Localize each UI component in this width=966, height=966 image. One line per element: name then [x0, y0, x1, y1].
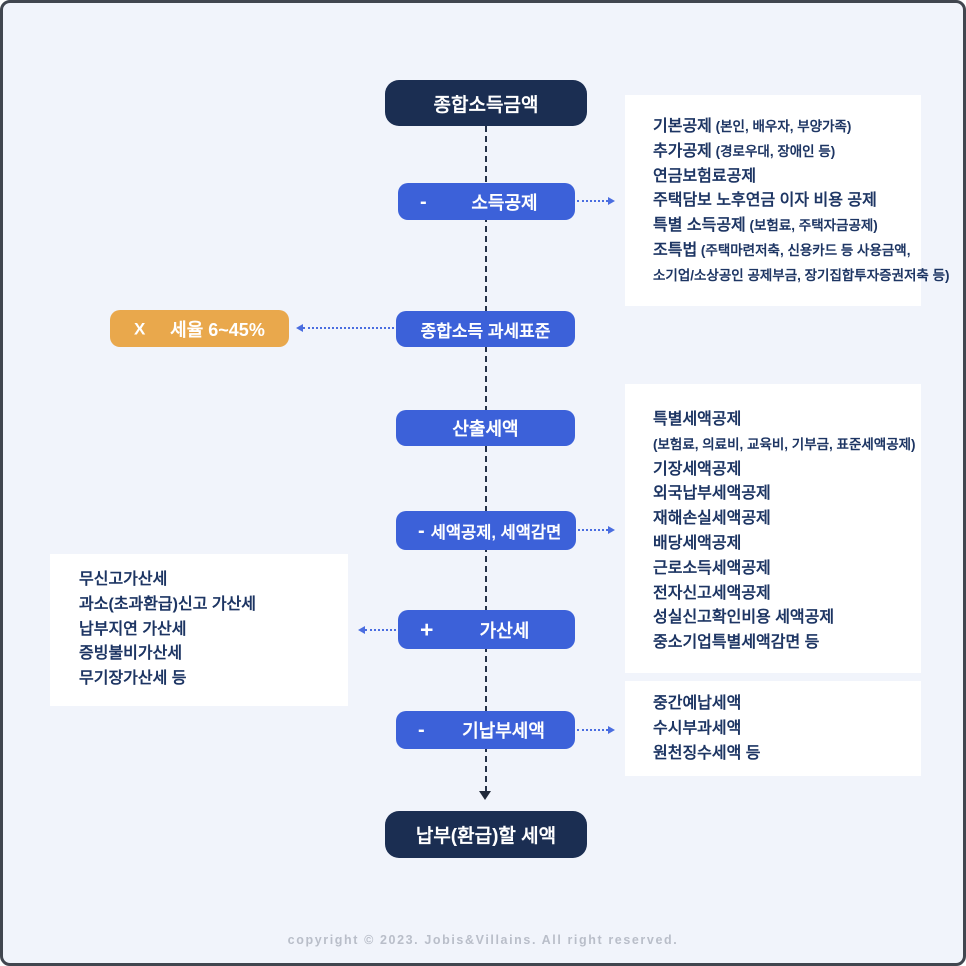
dotted-line — [303, 327, 394, 329]
panel-item: 수시부과세액 — [653, 719, 742, 737]
arrow-right-tax-credit — [578, 525, 615, 535]
node-penalty-tax: + 가산세 — [398, 610, 575, 649]
copyright-text: copyright © 2023. Jobis&Villains. All ri… — [287, 933, 679, 947]
panel-item: 특별 소득공제 (보험료, 주택자금공제) — [653, 217, 878, 235]
node-label: 기납부세액 — [462, 721, 545, 741]
arrow-right-prepaid — [577, 725, 615, 735]
panel-item: 증빙불비가산세 — [79, 645, 183, 663]
panel-item: (보험료, 의료비, 교육비, 기부금, 표준세액공제) — [653, 436, 916, 452]
panel-item: 조특법 (주택마련저축, 신용카드 등 사용금액, — [653, 241, 911, 259]
minus-icon: - — [418, 719, 425, 741]
node-total-income: 종합소득금액 — [385, 80, 587, 126]
node-label: 산출세액 — [452, 419, 519, 439]
node-final-tax: 납부(환급)할 세액 — [385, 811, 587, 858]
panel-item: 소기업/소상공인 공제부금, 장기집합투자증권저축 등) — [653, 267, 950, 283]
multiply-icon: X — [134, 319, 146, 338]
node-tax-credit: - 세액공제, 세액감면 — [396, 511, 576, 550]
panel-item: 주택담보 노후연금 이자 비용 공제 — [653, 192, 877, 210]
panel-item: 중소기업특별세액감면 등 — [653, 634, 820, 652]
panel-item: 원천징수세액 등 — [653, 744, 761, 762]
arrow-left-icon — [358, 626, 365, 634]
arrow-right-icon — [608, 726, 615, 734]
panel-tax-credit-details: 특별세액공제 (보험료, 의료비, 교육비, 기부금, 표준세액공제) 기장세액공제… — [625, 384, 921, 673]
panel-item: 근로소득세액공제 — [653, 559, 771, 577]
panel-income-deduction-details: 기본공제 (본인, 배우자, 부양가족) 추가공제 (경로우대, 장애인 등) 연금… — [625, 95, 950, 306]
panel-item: 전자신고세액공제 — [653, 584, 771, 602]
arrow-left-penalty — [358, 625, 396, 635]
panel-item: 배당세액공제 — [653, 534, 742, 552]
panel-item: 추가공제 (경로우대, 장애인 등) — [653, 142, 836, 160]
panel-item: 과소(초과환급)신고 가산세 — [79, 595, 257, 613]
arrow-right-icon — [608, 197, 615, 205]
panel-item: 무신고가산세 — [79, 571, 168, 588]
node-calculated-tax: 산출세액 — [396, 410, 575, 446]
minus-icon: - — [420, 190, 427, 213]
panel-item: 성실신고확인비용 세액공제 — [653, 609, 835, 627]
panel-item: 특별세액공제 — [653, 411, 742, 428]
node-label: 가산세 — [479, 620, 530, 641]
arrow-right-icon — [608, 526, 615, 534]
minus-icon: - — [418, 519, 425, 542]
panel-item: 무기장가산세 등 — [79, 670, 187, 688]
node-tax-rate: X 세율 6~45% — [110, 310, 289, 347]
panel-item: 기장세액공제 — [653, 460, 742, 478]
node-label: 종합소득금액 — [433, 94, 539, 116]
node-tax-base: 종합소득 과세표준 — [396, 311, 575, 347]
arrow-right-income-deduction — [577, 196, 615, 206]
node-income-deduction: - 소득공제 — [398, 183, 575, 220]
node-label: 납부(환급)할 세액 — [415, 826, 557, 847]
panel-item: 외국납부세액공제 — [653, 485, 771, 503]
dotted-line — [577, 729, 608, 731]
node-label: 세액공제, 세액감면 — [430, 523, 562, 542]
dotted-line — [365, 629, 396, 631]
node-prepaid-tax: - 기납부세액 — [396, 711, 575, 749]
panel-item: 기본공제 (본인, 배우자, 부양가족) — [653, 118, 852, 135]
arrow-down-icon — [479, 791, 491, 800]
dotted-line — [577, 200, 608, 202]
dotted-line — [578, 529, 608, 531]
plus-icon: + — [420, 616, 434, 642]
panel-item: 중간예납세액 — [653, 695, 742, 712]
vertical-dashed-connector — [485, 126, 487, 792]
panel-item: 연금보험료공제 — [653, 167, 757, 185]
node-label: 종합소득 과세표준 — [420, 321, 551, 341]
panel-item: 납부지연 가산세 — [79, 620, 187, 638]
node-label: 소득공제 — [471, 192, 538, 213]
panel-item: 재해손실세액공제 — [653, 510, 771, 528]
arrow-left-tax-rate — [296, 323, 394, 333]
arrow-left-icon — [296, 324, 303, 332]
node-label: 세율 6~45% — [170, 319, 265, 340]
